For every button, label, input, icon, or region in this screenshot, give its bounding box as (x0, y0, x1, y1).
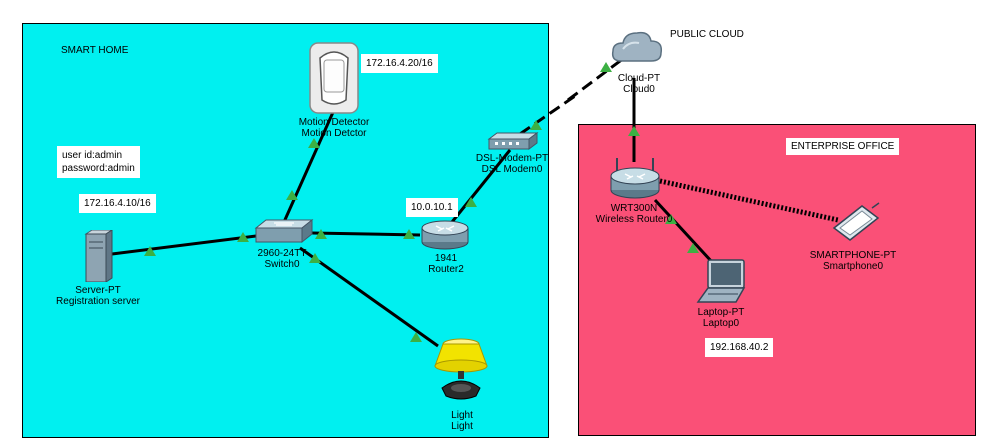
link-up-marker (144, 246, 156, 256)
motion-detector-label: Motion Detector Motion Detctor (299, 117, 370, 139)
dsl-modem-icon[interactable] (487, 131, 539, 151)
link-modem-cloud[interactable] (519, 94, 576, 136)
switch-label: 2960-24TT Switch0 (258, 248, 307, 270)
link-markers (144, 62, 699, 342)
link-wrouter-laptop[interactable] (653, 198, 714, 264)
wireless-router-model: WRT300N (610, 203, 658, 214)
link-up-marker (665, 214, 677, 224)
motion-ip-note: 172.16.4.20/16 (361, 54, 438, 73)
server-model: Server-PT (75, 285, 121, 296)
credentials-password: password:admin (62, 163, 135, 174)
link-up-marker (628, 126, 640, 136)
laptop-model: Laptop-PT (697, 307, 745, 318)
link-up-marker (410, 332, 422, 342)
router-model: 1941 (434, 253, 458, 264)
link-up-marker (687, 243, 699, 253)
server-icon[interactable] (82, 230, 114, 282)
zone-label-enterprise: ENTERPRISE OFFICE (786, 138, 900, 155)
router-label: 1941 Router2 (428, 253, 464, 275)
link-up-marker (600, 62, 612, 72)
cloud-label: Cloud-PT Cloud0 (618, 73, 660, 95)
switch-name: Switch0 (264, 259, 300, 270)
dsl-modem-label: DSL-Modem-PT DSL Modem0 (476, 153, 548, 175)
link-router-modem[interactable] (450, 149, 512, 223)
laptop-icon[interactable] (696, 258, 748, 304)
link-wireless-phone[interactable] (659, 178, 839, 223)
credentials-user: user id:admin (62, 150, 123, 161)
link-switch-router[interactable] (311, 231, 421, 237)
dsl-modem-model: DSL-Modem-PT (475, 153, 549, 164)
link-server-switch[interactable] (111, 234, 257, 256)
credentials-note: user id:admin password:admin (57, 146, 140, 178)
switch-model: 2960-24TT (257, 248, 307, 259)
wireless-router-icon[interactable] (609, 156, 661, 200)
link-switch-light[interactable] (299, 246, 439, 348)
light-label: Light Light (451, 410, 473, 432)
link-up-marker (403, 229, 415, 239)
router-name: Router2 (428, 264, 464, 275)
link-switch-motion[interactable] (282, 109, 336, 223)
link-up-marker (530, 120, 542, 130)
link-modem-cloud-2[interactable] (567, 53, 629, 102)
server-name: Registration server (56, 296, 140, 307)
router-icon[interactable] (420, 218, 470, 250)
cloud-model: Cloud-PT (617, 73, 661, 84)
server-ip-note: 172.16.4.10/16 (79, 194, 156, 213)
server-label: Server-PT Registration server (56, 285, 140, 307)
wireless-router-label: WRT300N Wireless Router0 (596, 203, 673, 225)
dsl-modem-name: DSL Modem0 (481, 164, 543, 175)
light-model: Light (451, 410, 473, 421)
motion-detector-model: Motion Detector (298, 117, 370, 128)
cloud-name: Cloud0 (623, 84, 655, 95)
wireless-router-name: Wireless Router0 (595, 214, 673, 225)
link-up-marker (465, 197, 477, 207)
zone-label-smart-home: SMART HOME (61, 45, 129, 56)
smartphone-model: SMARTPHONE-PT (809, 250, 897, 261)
switch-icon[interactable] (254, 218, 314, 244)
motion-detector-name: Motion Detctor (301, 128, 367, 139)
link-up-marker (309, 253, 321, 263)
laptop-ip-note: 192.168.40.2 (705, 338, 774, 357)
router-ip-note: 10.0.10.1 (406, 198, 458, 217)
smartphone-name: Smartphone0 (822, 261, 884, 272)
zone-label-public-cloud: PUBLIC CLOUD (665, 26, 749, 43)
smartphone-icon[interactable] (832, 202, 882, 242)
laptop-label: Laptop-PT Laptop0 (698, 307, 745, 329)
light-icon[interactable] (432, 336, 490, 402)
cloud-icon[interactable] (609, 27, 665, 67)
link-up-marker (237, 232, 249, 242)
smartphone-label: SMARTPHONE-PT Smartphone0 (810, 250, 897, 272)
link-up-marker (315, 229, 327, 239)
motion-detector-icon[interactable] (309, 42, 359, 114)
link-up-marker (286, 190, 298, 200)
light-name: Light (451, 421, 473, 432)
link-up-marker (308, 138, 320, 148)
laptop-name: Laptop0 (702, 318, 740, 329)
